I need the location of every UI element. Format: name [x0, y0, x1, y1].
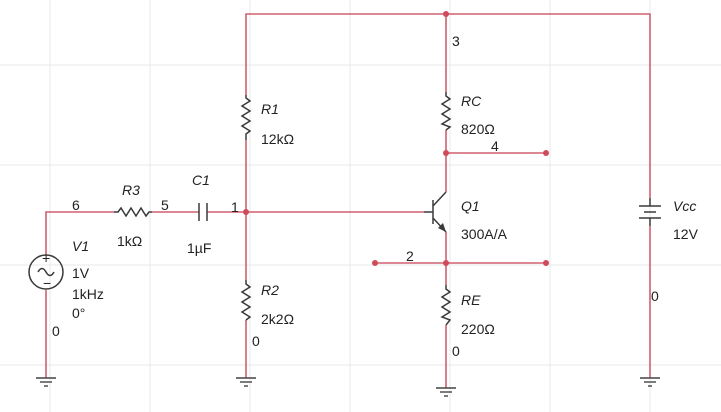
node-label-3: 3 — [452, 33, 460, 49]
junction-node2[interactable] — [443, 260, 449, 266]
node-label-0-r2: 0 — [252, 333, 260, 349]
vcc-name: Vcc — [673, 198, 696, 214]
node-label-6: 6 — [72, 197, 80, 213]
r3-value: 1kΩ — [117, 233, 142, 249]
r2-name: R2 — [261, 282, 279, 298]
resistor-r1[interactable] — [240, 95, 252, 140]
node-label-0-vcc: 0 — [651, 288, 659, 304]
plus-sign: + — [42, 250, 50, 266]
resistor-re[interactable] — [440, 285, 452, 326]
r1-name: R1 — [261, 101, 279, 117]
c1-name: C1 — [192, 172, 210, 188]
resistor-r2[interactable] — [240, 280, 252, 321]
rc-name: RC — [461, 93, 482, 109]
probe-end-node2-right[interactable] — [543, 260, 549, 266]
q1-value: 300A/A — [461, 226, 508, 242]
transistor-q1[interactable] — [424, 191, 447, 233]
re-name: RE — [461, 292, 481, 308]
wire-v1-to-r3[interactable] — [45, 211, 114, 255]
r2-value: 2k2Ω — [261, 311, 294, 327]
probe-end-node4[interactable] — [543, 150, 549, 156]
r1-value: 12kΩ — [261, 131, 294, 147]
c1-value: 1µF — [187, 240, 211, 256]
ground-v1 — [36, 377, 56, 387]
v1-frequency: 1kHz — [72, 286, 104, 302]
junction-node4[interactable] — [443, 150, 449, 156]
v1-name: V1 — [72, 238, 89, 254]
wires — [45, 13, 651, 388]
ground-re — [436, 387, 456, 397]
node-label-5: 5 — [161, 197, 169, 213]
node-label-4: 4 — [491, 138, 499, 154]
v1-phase: 0° — [72, 305, 85, 321]
v1-amplitude: 1V — [72, 265, 90, 281]
resistor-r3[interactable] — [114, 206, 152, 218]
battery-vcc[interactable] — [639, 198, 661, 226]
re-value: 220Ω — [461, 321, 495, 337]
node-label-2: 2 — [406, 248, 414, 264]
ground-r2 — [236, 377, 256, 387]
ground-vcc — [640, 377, 660, 387]
node-label-0-re: 0 — [452, 343, 460, 359]
junctions — [243, 11, 549, 266]
wire-node3-top-rail[interactable] — [245, 13, 651, 198]
node-label-1: 1 — [231, 199, 239, 215]
minus-sign: − — [43, 275, 51, 291]
r3-name: R3 — [122, 182, 140, 198]
resistor-rc[interactable] — [440, 92, 452, 131]
junction-node1[interactable] — [243, 209, 249, 215]
q1-name: Q1 — [461, 198, 480, 214]
node-label-0-v1: 0 — [52, 323, 60, 339]
capacitor-c1[interactable] — [198, 203, 208, 221]
rc-value: 820Ω — [461, 121, 495, 137]
junction-node3-top[interactable] — [443, 11, 449, 17]
probe-end-node2-left[interactable] — [372, 260, 378, 266]
ac-source-v1[interactable]: + − — [28, 250, 64, 291]
vcc-value: 12V — [673, 226, 699, 242]
